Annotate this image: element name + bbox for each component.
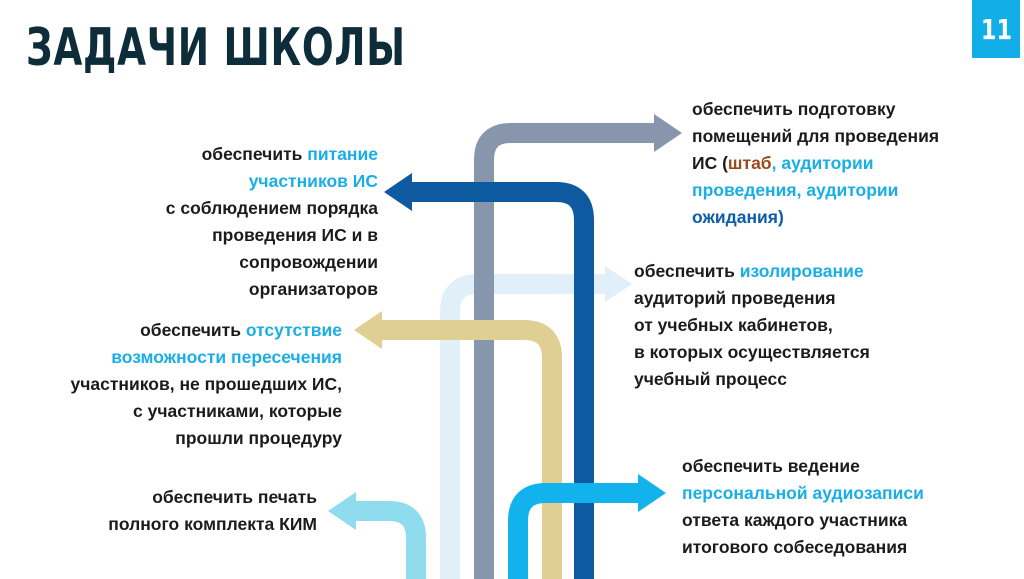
arrow-premises: [474, 123, 658, 579]
task-line: обеспечить питание: [166, 141, 378, 168]
task-highlight: возможности пересечения: [111, 347, 342, 367]
task-text: обеспечить: [140, 320, 246, 340]
task-line: организаторов: [248, 279, 378, 299]
task-highlight: персональной аудиозаписи: [682, 483, 924, 503]
task-highlight: , аудитории: [771, 153, 874, 173]
arrow-premises-head: [654, 114, 682, 152]
task-text: обеспечить: [201, 144, 308, 164]
task-line: участников, не прошедших ИС,: [70, 374, 342, 394]
arrow-food-head: [384, 173, 412, 211]
task-audio: обеспечить ведение персональной аудиозап…: [682, 453, 924, 561]
task-line: учебный процесс: [634, 369, 788, 389]
arrow-no-crossing-head: [354, 311, 382, 349]
arrow-audio-head: [638, 474, 666, 512]
task-line: обеспечить отсутствие: [70, 317, 342, 344]
arrow-audio: [508, 483, 642, 579]
task-line: помещений для проведения: [692, 126, 940, 146]
task-line: сопровождении: [239, 252, 378, 272]
task-no-crossing: обеспечить отсутствие возможности пересе…: [70, 317, 342, 452]
task-line: проведения ИС и в: [212, 225, 378, 245]
task-line: обеспечить ведение: [682, 456, 860, 476]
page-number-badge: 11: [972, 0, 1020, 58]
task-line: ИС (штаб, аудитории: [692, 150, 939, 177]
task-line: ответа каждого участника: [682, 510, 908, 530]
task-highlight: питание: [307, 144, 378, 164]
task-line: итогового собеседования: [682, 537, 908, 557]
task-line: с соблюдением порядка: [165, 198, 378, 218]
task-highlight: проведения, аудитории: [692, 180, 899, 200]
task-line: обеспечить изолирование: [634, 258, 870, 285]
task-text: обеспечить: [634, 261, 740, 281]
task-line: в которых осуществляется: [634, 342, 870, 362]
arrow-isolation-head: [605, 266, 632, 302]
task-highlight: штаб: [727, 153, 772, 173]
task-food: обеспечить питание участников ИС с соблю…: [166, 141, 378, 303]
task-highlight: ожидания): [692, 207, 784, 227]
task-line: с участниками, которые: [133, 401, 342, 421]
arrow-no-crossing: [378, 320, 562, 579]
arrow-print: [354, 501, 426, 579]
task-line: обеспечить подготовку: [692, 99, 896, 119]
task-line: полного комплекта КИМ: [108, 514, 317, 534]
task-highlight: участников ИС: [248, 171, 378, 191]
page-number: 11: [980, 12, 1012, 46]
task-highlight: изолирование: [739, 261, 864, 281]
task-line: обеспечить печать: [152, 487, 317, 507]
task-line: прошли процедуру: [175, 428, 342, 448]
task-line: аудиторий проведения: [634, 288, 836, 308]
arrow-food: [408, 182, 594, 579]
task-text: ИС (: [692, 153, 728, 173]
task-line: от учебных кабинетов,: [634, 315, 833, 335]
task-premises: обеспечить подготовку помещений для пров…: [692, 96, 939, 231]
task-isolation: обеспечить изолирование аудиторий провед…: [634, 258, 870, 393]
task-print: обеспечить печать полного комплекта КИМ: [108, 484, 317, 538]
page-title: ЗАДАЧИ ШКОЛЫ: [26, 18, 406, 78]
task-highlight: отсутствие: [245, 320, 342, 340]
arrow-print-head: [328, 492, 356, 530]
